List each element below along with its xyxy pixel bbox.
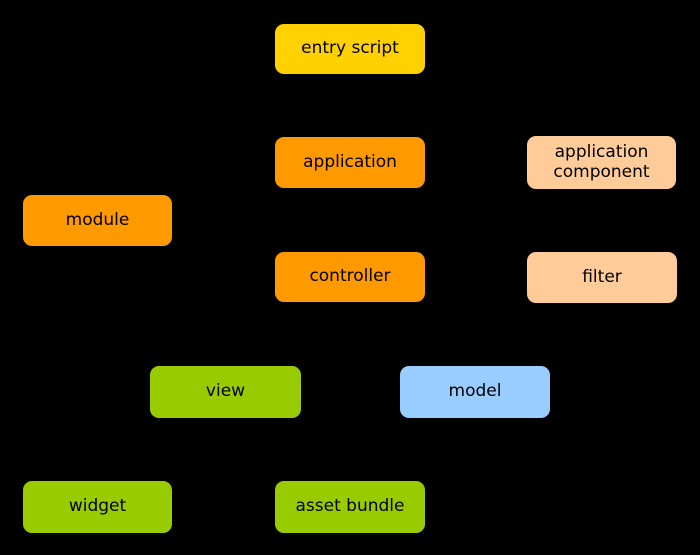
node-application: application bbox=[275, 137, 425, 188]
node-application-component: application component bbox=[527, 136, 676, 189]
node-application-component-label: application component bbox=[553, 141, 650, 182]
node-module-label: module bbox=[65, 209, 130, 230]
node-module: module bbox=[23, 195, 172, 246]
node-entry-script-label: entry script bbox=[301, 38, 399, 59]
node-asset-bundle-label: asset bundle bbox=[295, 496, 405, 517]
node-application-label: application bbox=[303, 151, 397, 172]
node-entry-script: entry script bbox=[275, 24, 425, 74]
node-model-label: model bbox=[448, 381, 502, 402]
node-view: view bbox=[150, 366, 301, 418]
node-controller: controller bbox=[275, 252, 425, 302]
node-widget: widget bbox=[23, 481, 172, 533]
node-asset-bundle: asset bundle bbox=[275, 481, 425, 533]
node-controller-label: controller bbox=[309, 266, 391, 287]
node-widget-label: widget bbox=[68, 496, 127, 517]
node-view-label: view bbox=[205, 381, 246, 402]
node-model: model bbox=[400, 366, 550, 418]
node-filter: filter bbox=[527, 252, 677, 303]
node-filter-label: filter bbox=[582, 266, 622, 287]
